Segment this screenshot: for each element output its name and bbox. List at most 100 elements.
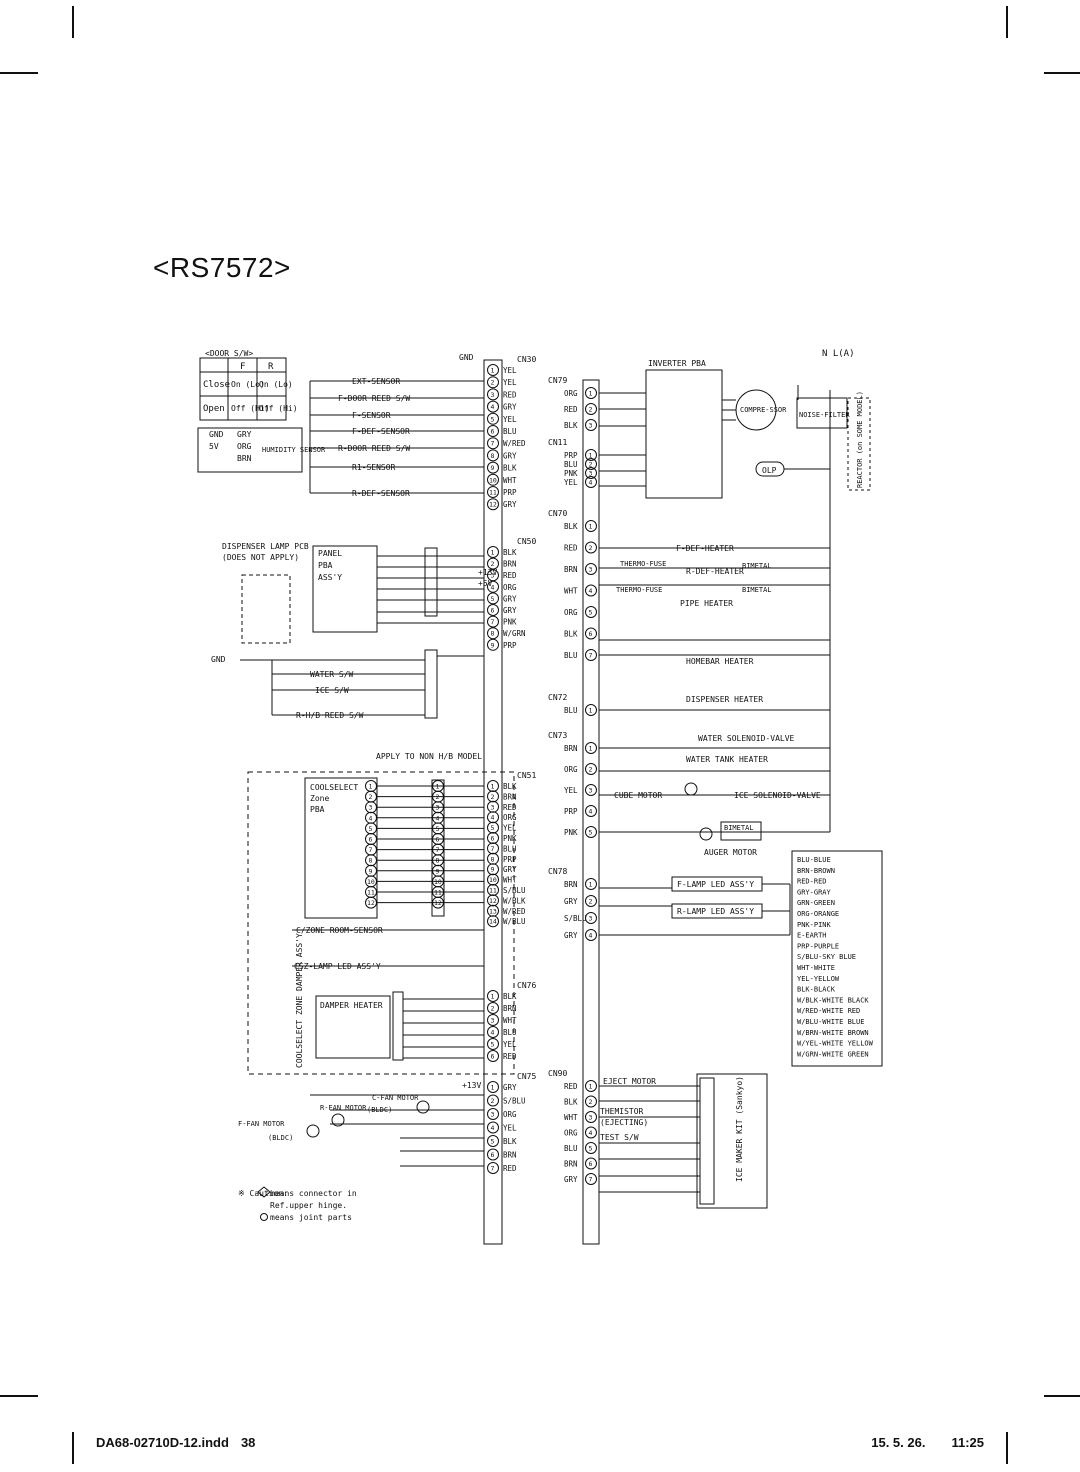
wire-color-label: W/BLU bbox=[503, 917, 526, 926]
pin-number: 7 bbox=[491, 845, 495, 853]
door-row-close-r: On (Lo) bbox=[259, 380, 293, 389]
connector-name: CN30 bbox=[517, 355, 536, 364]
pin-circle bbox=[487, 498, 499, 511]
wire-color-label: RED bbox=[564, 1082, 578, 1091]
connector-block bbox=[699, 1077, 715, 1205]
legend-entry: GRN-GREEN bbox=[797, 899, 835, 907]
pin-number: 1 bbox=[369, 783, 373, 791]
pin-circle bbox=[487, 1038, 499, 1050]
crop-mark bbox=[0, 1395, 38, 1397]
pin-number: 5 bbox=[369, 825, 373, 833]
coolselect-pba-box bbox=[304, 777, 378, 919]
pin-circle bbox=[487, 821, 499, 834]
connector-block bbox=[424, 547, 438, 617]
pin-number: 1 bbox=[491, 1084, 495, 1092]
pin-circle bbox=[487, 1135, 499, 1147]
wire-color-label: BLU bbox=[503, 1028, 517, 1037]
wire-color-label: PRP bbox=[503, 641, 517, 650]
wire-color-label: BLK bbox=[503, 464, 517, 473]
noise-filter-label: NOISE-FILTER bbox=[799, 411, 850, 419]
test-sw-label: TEST S/W bbox=[600, 1133, 639, 1142]
wire-color-label: BLU bbox=[503, 844, 517, 853]
coolselect-dashed-area bbox=[247, 771, 515, 1075]
connector-name: CN90 bbox=[548, 1069, 567, 1078]
wire-color-label: GRY bbox=[503, 865, 517, 874]
pin-circle bbox=[585, 606, 597, 618]
pin-number: 2 bbox=[491, 379, 495, 387]
wire-color-label: BRN bbox=[564, 880, 578, 889]
wire-color-label: ORG bbox=[564, 1129, 578, 1138]
pin-number: 10 bbox=[434, 878, 442, 886]
pin-number: 5 bbox=[491, 1138, 495, 1146]
wire-color-label: GRY bbox=[503, 606, 517, 615]
water-solenoid-label: WATER SOLENOID-VALVE bbox=[698, 734, 795, 743]
legend-entry: E-EARTH bbox=[797, 932, 827, 940]
pin-number: 6 bbox=[369, 836, 373, 844]
pin-number: 7 bbox=[491, 1165, 495, 1173]
pin-circle bbox=[585, 541, 597, 554]
wire-color-label: ORG bbox=[564, 389, 578, 398]
legend-entry: YEL-YELLOW bbox=[797, 975, 840, 983]
spacer: C-FAN MOTOR bbox=[318, 1121, 320, 1122]
pin-circle bbox=[487, 904, 499, 917]
bldc-label: (BLDC) bbox=[268, 1134, 293, 1142]
pin-number: 6 bbox=[589, 630, 593, 638]
wire-color-label: WHT bbox=[503, 876, 517, 885]
wire-color-label: BRN bbox=[564, 1160, 578, 1169]
pin-circle bbox=[585, 929, 597, 941]
connector-name: CN72 bbox=[548, 693, 567, 702]
pin-circle bbox=[487, 412, 499, 425]
caution-line-3: means joint parts bbox=[270, 1213, 352, 1222]
wire-color-label: YEL bbox=[564, 478, 578, 487]
olp-label: OLP bbox=[762, 466, 777, 475]
eject-motor-label: EJECT MOTOR bbox=[603, 1077, 656, 1086]
pin-number: 4 bbox=[589, 587, 593, 595]
sensor-f-door-reed: F-DOOR REED S/W bbox=[338, 394, 410, 403]
page-title: <RS7572> bbox=[153, 252, 291, 283]
legend-entry: W/RED-WHITE RED bbox=[797, 1007, 860, 1015]
wire-color-label: PNK bbox=[503, 834, 517, 843]
wire-color-label: BLU bbox=[564, 651, 578, 660]
pin-circle bbox=[585, 627, 597, 640]
themistor-label: THEMISTOR bbox=[600, 1107, 644, 1116]
wire-color-label: WHT bbox=[503, 476, 517, 485]
pin-number: 4 bbox=[589, 932, 593, 940]
ice-maker-kit-label: ICE MAKER KIT (Sankyo) bbox=[735, 1076, 744, 1182]
pin-number: 11 bbox=[434, 889, 442, 897]
wire-color-label: GRY bbox=[564, 931, 578, 940]
bldc-label: (BLDC) bbox=[367, 1106, 392, 1114]
pin-number: 11 bbox=[489, 887, 497, 895]
pin-circle bbox=[585, 1173, 597, 1185]
dispenser-heater-label: DISPENSER HEATER bbox=[686, 695, 763, 704]
wire-color-label: RED bbox=[564, 405, 578, 414]
pin-circle bbox=[585, 520, 597, 532]
gnd-label: GND bbox=[459, 353, 474, 362]
pin-circle bbox=[487, 1081, 499, 1093]
pin-circle bbox=[585, 826, 597, 838]
wire-color-label: RED bbox=[503, 1164, 517, 1173]
power-label: N L(A) bbox=[822, 349, 855, 359]
sensor-r-def: R-DEF-SENSOR bbox=[352, 489, 410, 498]
pin-number: 1 bbox=[589, 707, 593, 715]
pin-circle bbox=[487, 400, 499, 413]
pin-number: 3 bbox=[589, 566, 593, 574]
ice-solenoid-label: ICE SOLENOID-VALVE bbox=[734, 791, 821, 800]
joint-symbol-icon bbox=[260, 1213, 268, 1221]
csz-lamp-label: CSZ-LAMP LED ASS'Y bbox=[294, 962, 381, 971]
pin-circle bbox=[585, 1080, 597, 1092]
pin-number: 2 bbox=[436, 793, 440, 801]
wire-color-label: PRP bbox=[564, 451, 578, 460]
wire-color-label: RED bbox=[503, 390, 517, 399]
pin-number: 1 bbox=[589, 881, 593, 889]
pin-number: 4 bbox=[589, 808, 593, 816]
door-row-open-label: Open bbox=[203, 404, 225, 414]
pin-number: 3 bbox=[589, 787, 593, 795]
pin-number: 5 bbox=[491, 595, 495, 603]
pin-circle bbox=[487, 627, 499, 640]
legend-entry: W/YEL-WHITE YELLOW bbox=[797, 1040, 874, 1048]
wire-color-label: GRY bbox=[503, 403, 517, 412]
pin-number: 2 bbox=[491, 1097, 495, 1105]
pin-number: 5 bbox=[589, 829, 593, 837]
ice-sw-label: ICE S/W bbox=[315, 686, 349, 695]
main-pcb-right-column bbox=[582, 379, 600, 1245]
